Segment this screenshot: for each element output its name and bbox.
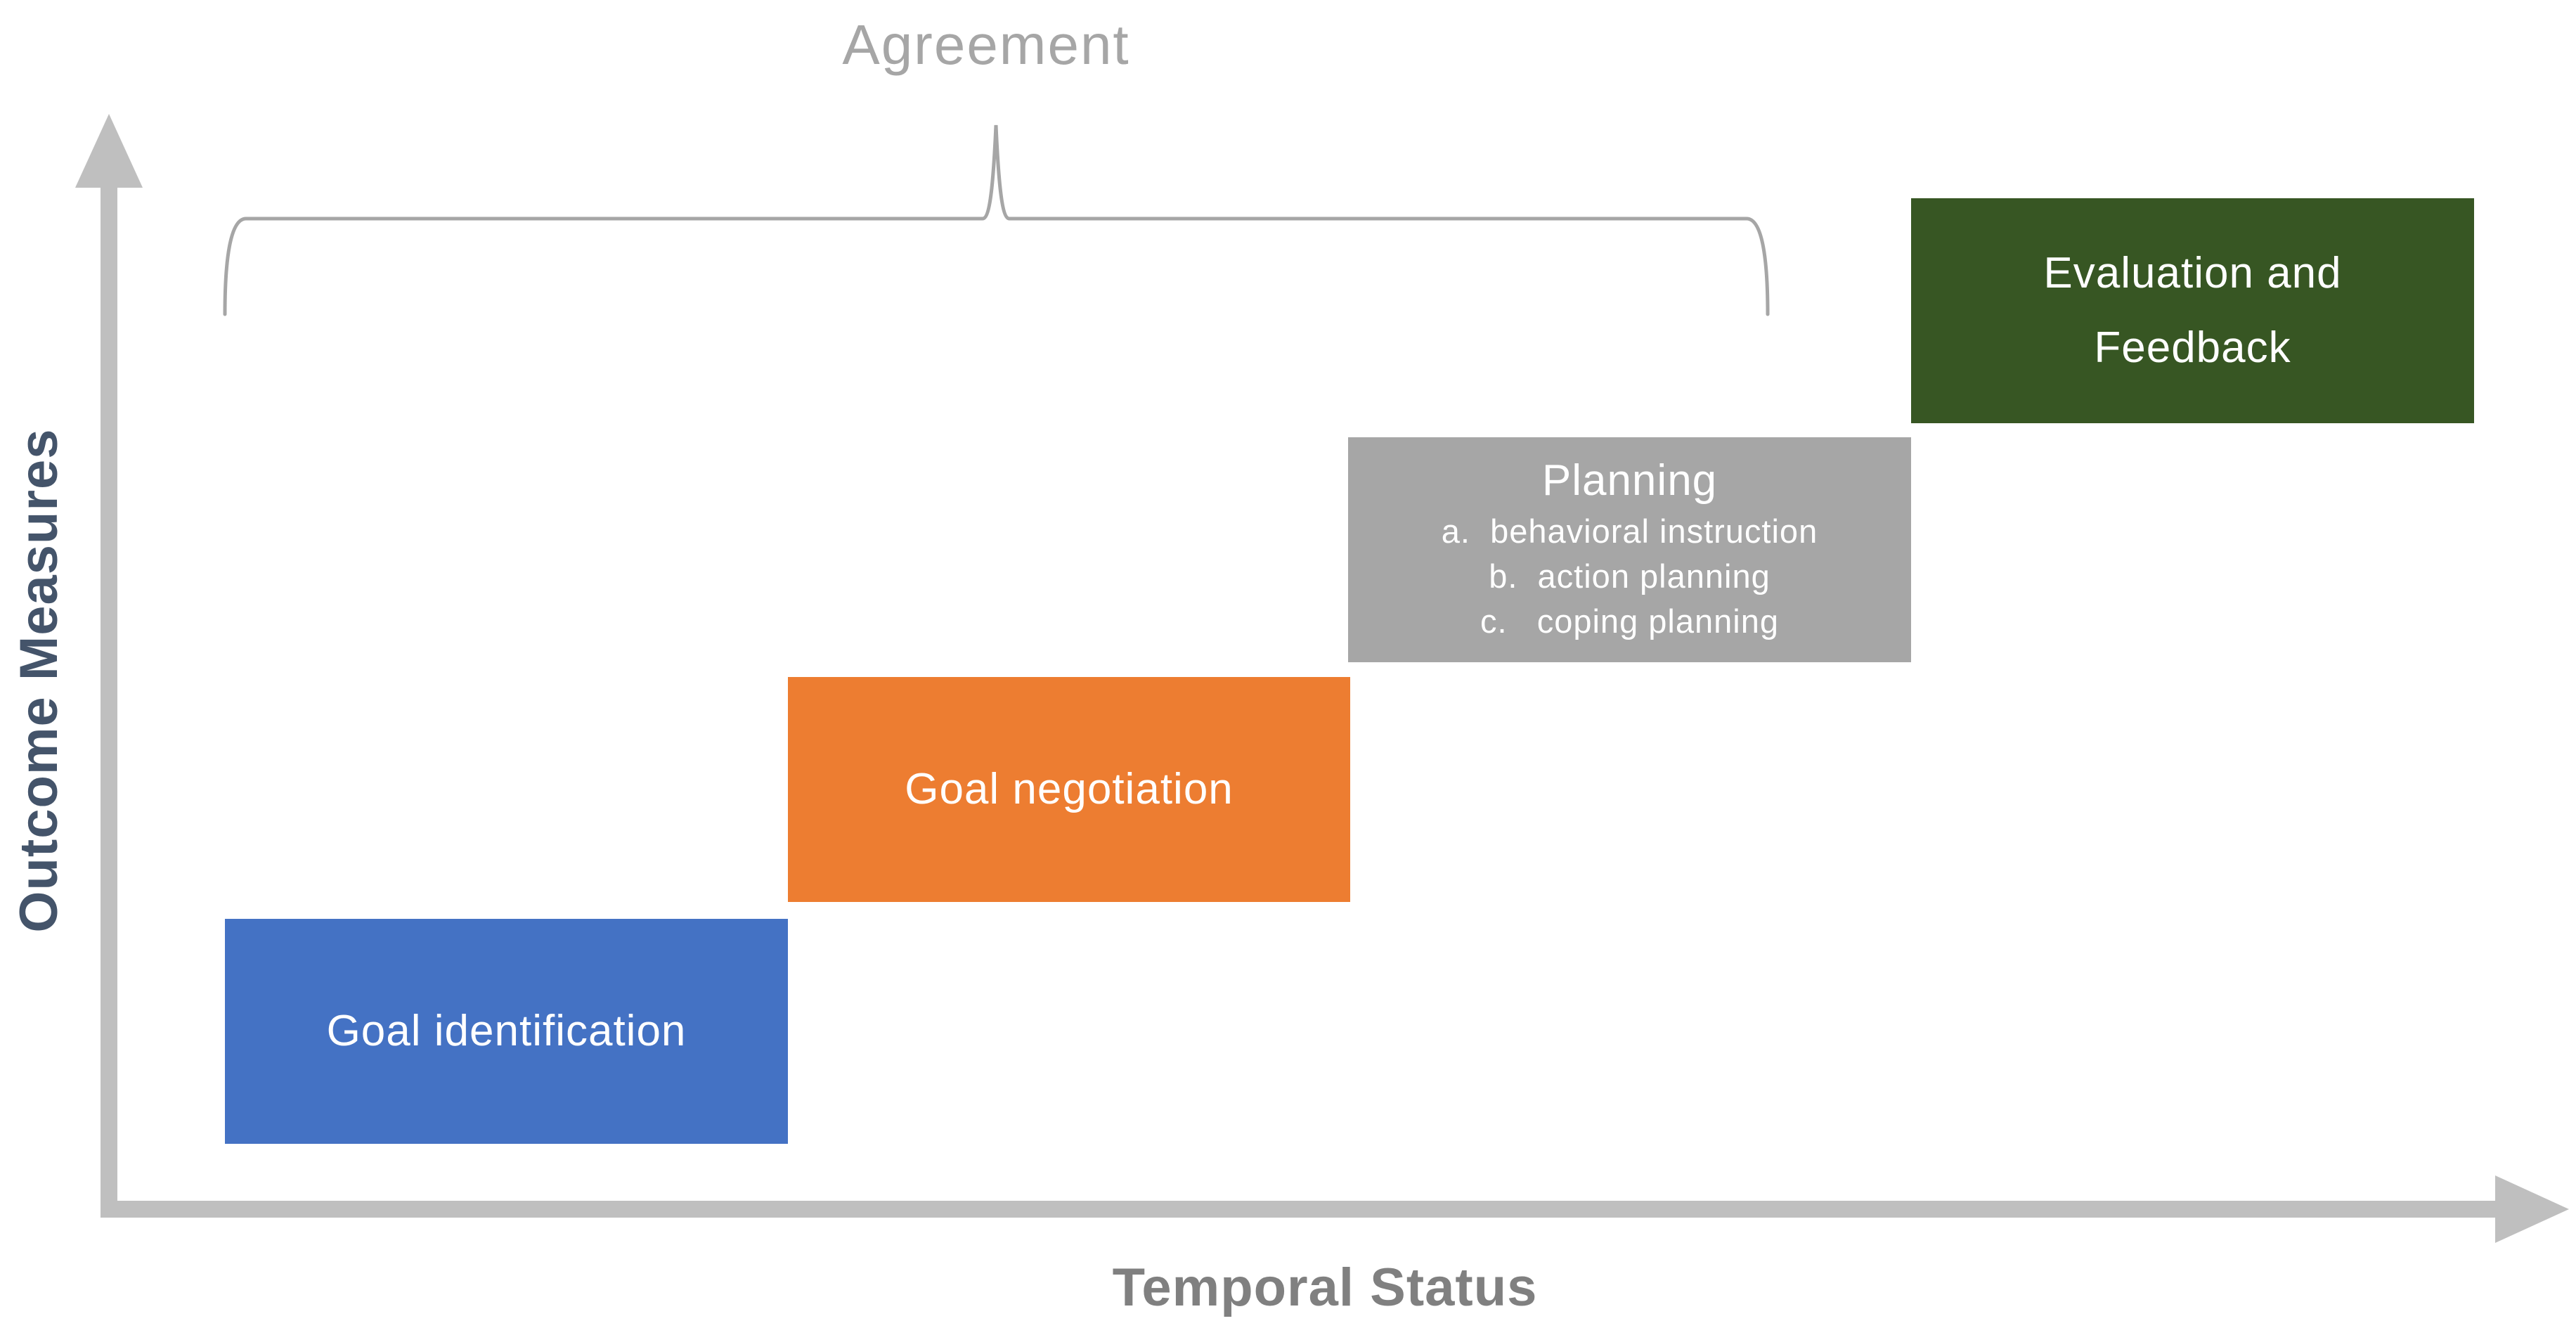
stage-label: Goal negotiation	[905, 765, 1234, 813]
planning-item-b: b. action planning	[1489, 557, 1771, 595]
stage-label-line-2: Feedback	[2094, 323, 2291, 372]
planning-item-c: c. coping planning	[1480, 602, 1779, 640]
stage-box-goal-negotiation: Goal negotiation	[788, 677, 1350, 902]
stage-box-planning: Planning a. behavioral instruction b. ac…	[1348, 437, 1911, 662]
x-axis-arrow-right-icon	[2495, 1175, 2569, 1243]
stage-label-line-1: Evaluation and	[2043, 249, 2342, 297]
stage-box-goal-identification: Goal identification	[225, 919, 788, 1144]
x-axis-label: Temporal Status	[1112, 1258, 1538, 1317]
y-axis-arrow-up-icon	[75, 114, 143, 188]
agreement-label: Agreement	[842, 13, 1130, 76]
stage-label: Goal identification	[326, 1007, 687, 1055]
stage-label: Planning	[1541, 456, 1718, 505]
x-axis-line	[101, 1201, 2501, 1218]
planning-item-a: a. behavioral instruction	[1441, 512, 1818, 550]
y-axis-line	[101, 184, 117, 1218]
stage-box-evaluation-and-feedback: Evaluation and Feedback	[1911, 198, 2474, 423]
